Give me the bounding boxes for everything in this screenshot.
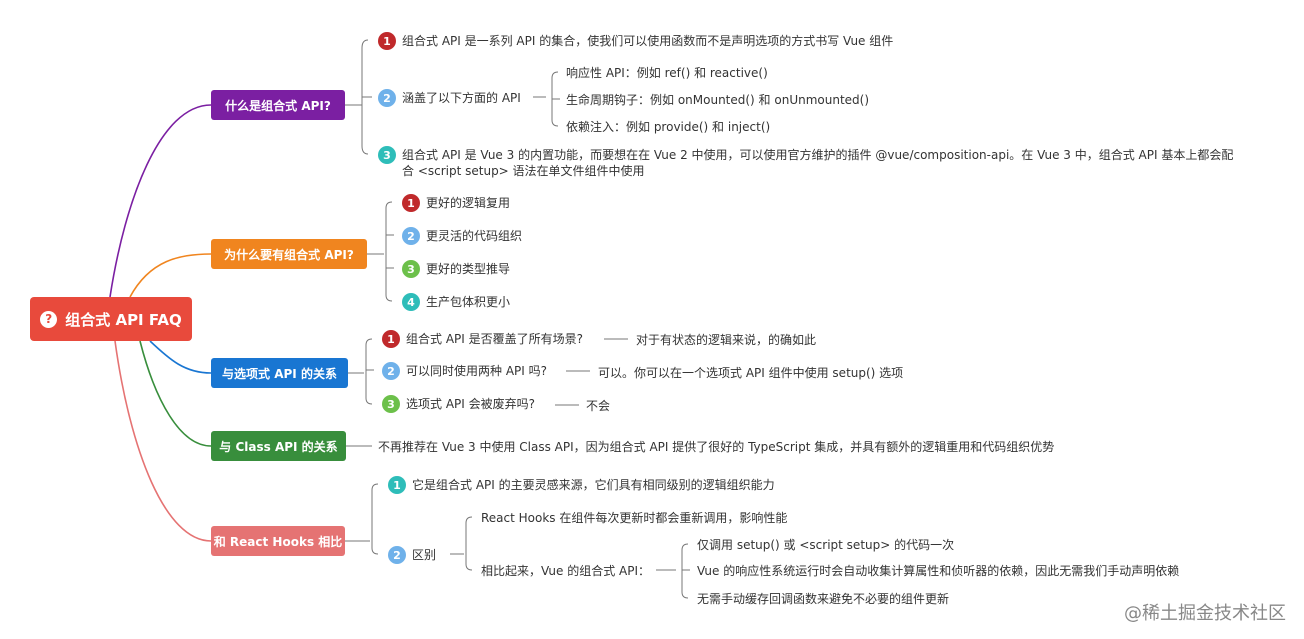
react-item-2: 区别 (412, 548, 437, 562)
branch-why-title: 为什么要有组合式 API? (224, 247, 354, 262)
what-item-3-cont: 合 <script setup> 语法在单文件组件中使用 (402, 164, 645, 178)
what-item-1: 组合式 API 是一系列 API 的集合，使我们可以使用函数而不是声明选项的方式… (402, 34, 894, 48)
options-answer-1: 对于有状态的逻辑来说，的确如此 (636, 333, 817, 347)
branch-what-title: 什么是组合式 API? (225, 98, 331, 113)
badge-2-icon: 2 (402, 227, 420, 245)
watermark: @稀土掘金技术社区 (1124, 603, 1286, 624)
react-diff-1: React Hooks 在组件每次更新时都会重新调用，影响性能 (481, 511, 788, 525)
badge-2-icon: 2 (378, 89, 396, 107)
options-answer-2: 可以。你可以在一个选项式 API 组件中使用 setup() 选项 (598, 366, 904, 380)
class-text: 不再推荐在 Vue 3 中使用 Class API，因为组合式 API 提供了很… (378, 440, 1055, 454)
badge-2-icon: 2 (382, 362, 400, 380)
badge-3-icon: 3 (382, 395, 400, 413)
branch-react[interactable]: 和 React Hooks 相比 (211, 526, 345, 556)
branch-what[interactable]: 什么是组合式 API? (211, 90, 345, 120)
question-icon: ? (40, 310, 58, 328)
react-item-1: 它是组合式 API 的主要灵感来源，它们具有相同级别的逻辑组织能力 (412, 478, 775, 492)
badge-2-icon: 2 (388, 546, 406, 564)
react-vue-1: 仅调用 setup() 或 <script setup> 的代码一次 (697, 538, 955, 552)
react-vue-3: 无需手动缓存回调函数来避免不必要的组件更新 (697, 592, 950, 606)
what-sub-2: 生命周期钩子：例如 onMounted() 和 onUnmounted() (566, 93, 870, 107)
branch-react-title: 和 React Hooks 相比 (213, 534, 343, 549)
react-diff-2: 相比起来，Vue 的组合式 API： (481, 564, 650, 578)
badge-3-icon: 3 (378, 146, 396, 164)
options-item-1: 组合式 API 是否覆盖了所有场景? (406, 332, 583, 346)
branch-class-title: 与 Class API 的关系 (219, 439, 338, 454)
badge-1-icon: 1 (402, 194, 420, 212)
why-item-3: 更好的类型推导 (426, 262, 511, 276)
badge-1-icon: 1 (378, 32, 396, 50)
what-sub-1: 响应性 API：例如 ref() 和 reactive() (566, 66, 768, 80)
react-vue-2: Vue 的响应性系统运行时会自动收集计算属性和侦听器的依赖，因此无需我们手动声明… (697, 564, 1180, 578)
why-item-4: 生产包体积更小 (426, 295, 511, 309)
branch-options-title: 与选项式 API 的关系 (222, 366, 337, 381)
why-item-2: 更灵活的代码组织 (426, 229, 523, 243)
root-node[interactable]: ? 组合式 API FAQ (30, 297, 192, 341)
what-item-3: 组合式 API 是 Vue 3 的内置功能，而要想在在 Vue 2 中使用，可以… (402, 148, 1234, 162)
root-title: 组合式 API FAQ (65, 310, 182, 329)
badge-4-icon: 4 (402, 293, 420, 311)
what-item-2: 涵盖了以下方面的 API (402, 91, 521, 105)
options-answer-3: 不会 (586, 399, 611, 413)
badge-1-icon: 1 (382, 330, 400, 348)
why-item-1: 更好的逻辑复用 (426, 196, 511, 210)
branch-options[interactable]: 与选项式 API 的关系 (211, 358, 348, 388)
options-item-2: 可以同时使用两种 API 吗? (406, 364, 547, 378)
badge-3-icon: 3 (402, 260, 420, 278)
what-sub-3: 依赖注入：例如 provide() 和 inject() (566, 120, 771, 134)
badge-1-icon: 1 (388, 476, 406, 494)
branch-why[interactable]: 为什么要有组合式 API? (211, 239, 367, 269)
branch-class[interactable]: 与 Class API 的关系 (211, 431, 346, 461)
options-item-3: 选项式 API 会被废弃吗? (406, 397, 535, 411)
